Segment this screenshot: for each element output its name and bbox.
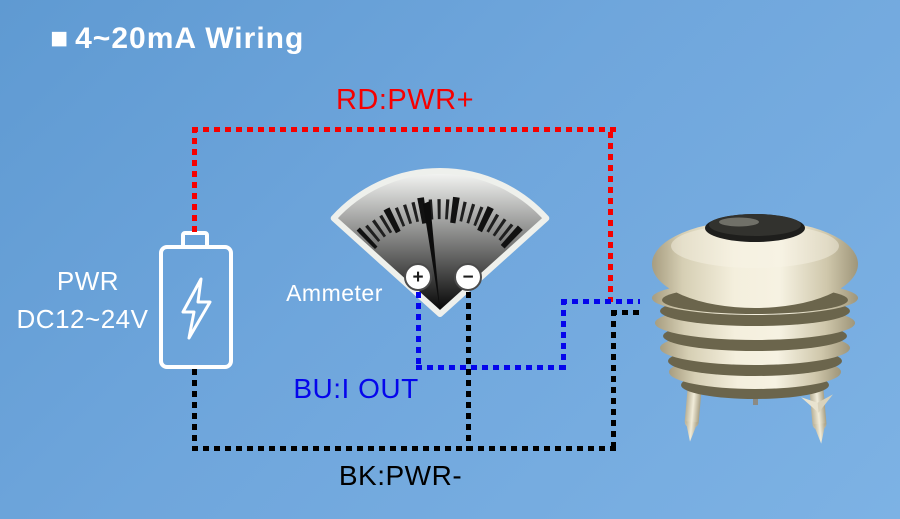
blue-wire-bottom-run — [416, 365, 566, 370]
ammeter-plus-terminal: + — [404, 263, 432, 291]
gauge-tick-marks — [356, 196, 524, 250]
sensor-top-cap — [705, 214, 805, 242]
blue-wire-sensor-run — [561, 299, 640, 304]
page-title: ■ 4~20mA Wiring — [50, 22, 304, 56]
red-wire-sensor-drop — [608, 132, 613, 302]
lightning-bolt-icon — [181, 277, 212, 340]
title-text: 4~20mA Wiring — [75, 22, 305, 55]
gauge-needle — [423, 201, 440, 310]
black-wire-sensor-stub — [611, 310, 642, 315]
battery-outline — [159, 245, 233, 369]
power-supply-voltage: DC12~24V — [16, 304, 149, 334]
black-wire-sensor-riser — [611, 310, 616, 451]
plus-sign: + — [412, 266, 424, 288]
ammeter-gauge — [330, 168, 550, 317]
minus-sign: − — [462, 266, 474, 288]
sensor-probe-illustration — [652, 214, 858, 444]
ammeter-label: Ammeter — [286, 280, 383, 306]
ammeter-minus-terminal: − — [454, 263, 482, 291]
sensor-dome — [652, 220, 858, 314]
power-supply-name: PWR — [56, 266, 120, 296]
red-wire-label: RD:PWR+ — [335, 84, 475, 116]
title-square-icon: ■ — [50, 22, 70, 55]
blue-wire-label: BU:I OUT — [293, 373, 419, 404]
blue-wire-plus-drop — [416, 292, 421, 370]
black-wire-label: BK:PWR- — [338, 460, 463, 491]
red-wire-battery-riser — [192, 127, 197, 233]
blue-wire-riser — [561, 299, 566, 370]
black-wire-minus-drop — [466, 292, 471, 451]
black-wire-bottom-run — [192, 446, 616, 451]
black-wire-battery-drop — [192, 369, 197, 451]
red-wire-top-run — [192, 127, 616, 132]
gauge-fan — [330, 168, 550, 317]
